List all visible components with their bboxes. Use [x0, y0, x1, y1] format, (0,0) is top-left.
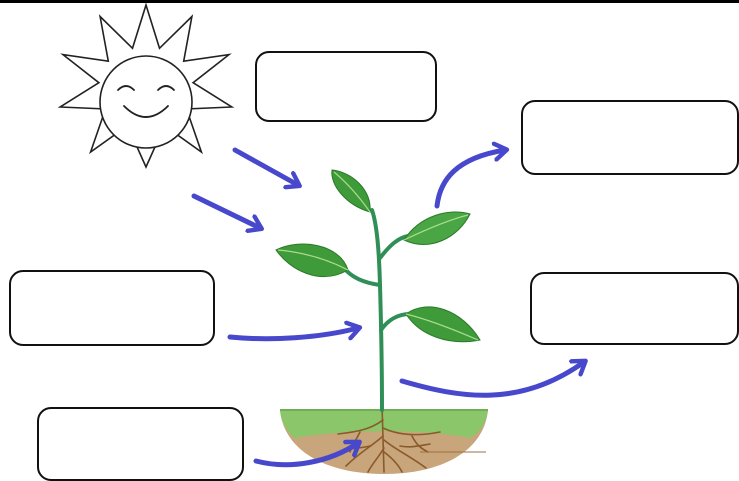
label-box-top-center[interactable] [255, 51, 437, 122]
oxygen-out-arrow [434, 150, 505, 209]
sunlight-arrow-lower [191, 193, 260, 228]
smiling-sun-icon [57, 2, 235, 169]
water-absorption-arrow [253, 443, 358, 468]
label-box-mid-right[interactable] [530, 272, 739, 345]
sunlight-arrow-upper [232, 147, 298, 185]
plant-icon [275, 169, 481, 412]
label-box-mid-left[interactable] [9, 270, 215, 346]
water-vapour-out-arrow [399, 362, 584, 398]
top-border-line [0, 0, 739, 3]
carbon-dioxide-in-arrow [227, 328, 358, 342]
label-box-bottom-left[interactable] [37, 407, 244, 481]
label-box-top-right[interactable] [521, 100, 739, 175]
